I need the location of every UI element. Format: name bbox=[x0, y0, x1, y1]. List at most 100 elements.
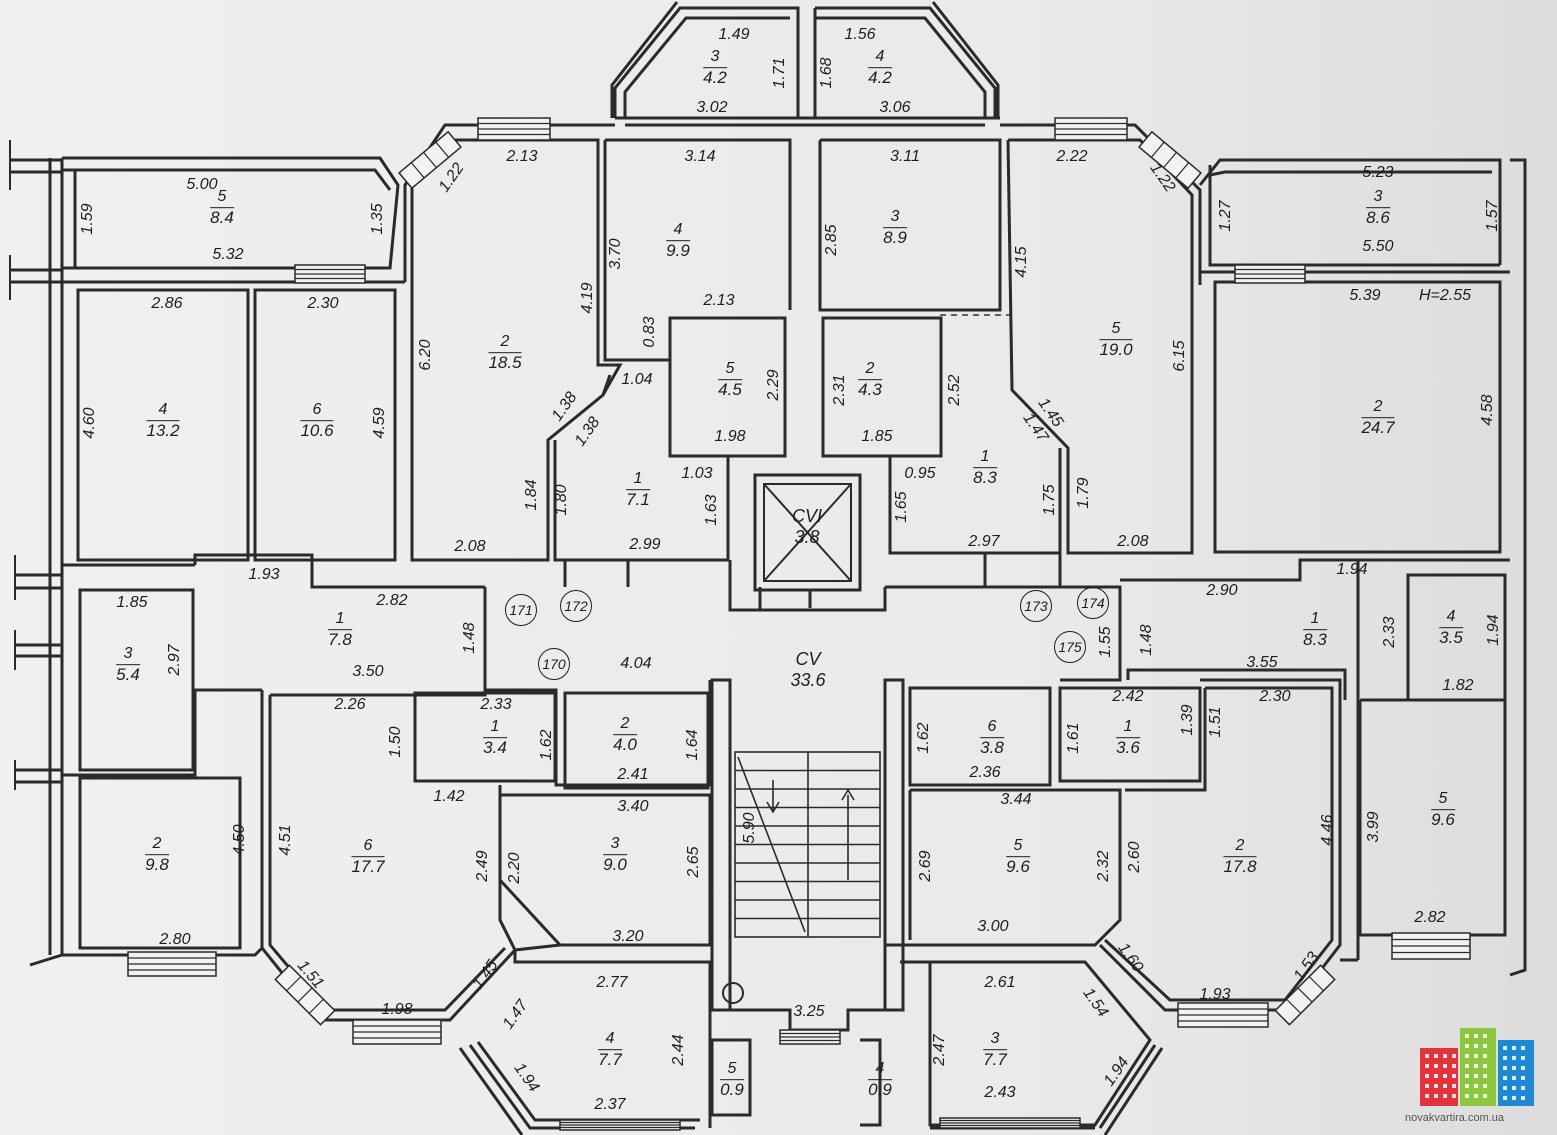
dimension-label: 1.27 bbox=[1217, 200, 1234, 232]
logo-window bbox=[1521, 1096, 1525, 1100]
logo-window bbox=[1503, 1076, 1507, 1080]
dimension-label: 4.04 bbox=[620, 655, 652, 672]
room-number: 4 bbox=[598, 1030, 622, 1050]
logo-window bbox=[1503, 1096, 1507, 1100]
room-number: 5 bbox=[1099, 320, 1133, 340]
dimension-label: 5.39 bbox=[1349, 287, 1381, 304]
left-balcony-walls bbox=[48, 156, 400, 955]
logo-window bbox=[1483, 1064, 1487, 1068]
room-number: 6 bbox=[300, 401, 334, 421]
dimension-label: 5.50 bbox=[1362, 238, 1394, 255]
section-marker: 171 bbox=[505, 594, 537, 626]
dimension-label: 2.30 bbox=[307, 295, 339, 312]
logo-window bbox=[1425, 1084, 1429, 1088]
corner-window bbox=[1274, 964, 1336, 1026]
shaft-code: CV bbox=[795, 649, 821, 669]
room-area: 9.0 bbox=[603, 854, 627, 874]
room-number: 5 bbox=[720, 1060, 744, 1080]
dimension-label: 1.85 bbox=[861, 428, 893, 445]
room-area: 4.3 bbox=[858, 379, 882, 399]
site-logo bbox=[1420, 1028, 1534, 1106]
dimension-label: 6.15 bbox=[1171, 340, 1188, 372]
room-number: 4 bbox=[146, 401, 180, 421]
room-area: 4.5 bbox=[718, 379, 742, 399]
dimension-label: 2.99 bbox=[629, 536, 661, 553]
room-area: 13.2 bbox=[146, 420, 180, 440]
dimension-label: 2.80 bbox=[159, 931, 191, 948]
room-number: 3 bbox=[703, 48, 727, 68]
room-number: 3 bbox=[883, 208, 907, 228]
room-number: 1 bbox=[1116, 718, 1140, 738]
dimension-label: 1.49 bbox=[718, 26, 750, 43]
dimension-label: 3.20 bbox=[612, 928, 644, 945]
logo-window bbox=[1452, 1054, 1456, 1058]
dimension-label: 4.15 bbox=[1013, 246, 1030, 278]
logo-window bbox=[1503, 1086, 1507, 1090]
logo-window bbox=[1512, 1096, 1516, 1100]
logo-window bbox=[1474, 1094, 1478, 1098]
top-bay-walls bbox=[610, 1, 1000, 127]
dimension-label: 2.33 bbox=[480, 696, 512, 713]
dimension-label: 2.20 bbox=[506, 852, 523, 884]
logo-window bbox=[1512, 1046, 1516, 1050]
logo-window bbox=[1521, 1076, 1525, 1080]
dimension-label: 2.44 bbox=[670, 1034, 687, 1066]
room-area: 8.3 bbox=[1303, 629, 1327, 649]
dimension-label: 5.00 bbox=[186, 176, 218, 193]
room-number: 2 bbox=[613, 715, 637, 735]
dimension-label: 3.00 bbox=[977, 918, 1009, 935]
dimension-label: 4.51 bbox=[277, 824, 294, 856]
room-area: 9.6 bbox=[1431, 809, 1455, 829]
room-number: 3 bbox=[603, 835, 627, 855]
logo-window bbox=[1521, 1066, 1525, 1070]
shaft-area: 3.8 bbox=[794, 527, 820, 547]
logo-window bbox=[1465, 1054, 1469, 1058]
stairwell bbox=[710, 678, 905, 1032]
logo-window bbox=[1503, 1046, 1507, 1050]
logo-window bbox=[1443, 1094, 1447, 1098]
dimension-label: 2.13 bbox=[506, 148, 538, 165]
logo-window bbox=[1443, 1074, 1447, 1078]
dimension-label: 2.86 bbox=[151, 295, 183, 312]
logo-window bbox=[1434, 1064, 1438, 1068]
dimension-label: 2.08 bbox=[454, 538, 486, 555]
room-area: 8.4 bbox=[210, 207, 234, 227]
shaft-code: CVI bbox=[791, 506, 823, 526]
dimension-label: 2.47 bbox=[931, 1034, 948, 1066]
dimension-label: 2.69 bbox=[917, 850, 934, 882]
dimension-label: 1.48 bbox=[461, 622, 478, 654]
room-area: 3.4 bbox=[483, 737, 507, 757]
dimension-label: 2.37 bbox=[594, 1096, 626, 1113]
dimension-label: 2.65 bbox=[685, 846, 702, 878]
logo-window bbox=[1521, 1056, 1525, 1060]
logo-window bbox=[1512, 1086, 1516, 1090]
stair-treads bbox=[735, 769, 880, 920]
logo-window bbox=[1465, 1044, 1469, 1048]
room-area: 9.6 bbox=[1006, 856, 1030, 876]
dimension-label: 1.59 bbox=[79, 203, 96, 235]
room-area: 18.5 bbox=[488, 352, 522, 372]
room-area: 7.1 bbox=[626, 489, 650, 509]
dimension-label: 2.97 bbox=[166, 644, 183, 676]
logo-window bbox=[1474, 1044, 1478, 1048]
bottom-bay-walls bbox=[458, 943, 1164, 1135]
section-marker: 172 bbox=[560, 590, 592, 622]
dimension-label: 3.70 bbox=[607, 238, 624, 270]
room-number: 6 bbox=[351, 837, 385, 857]
logo-window bbox=[1465, 1074, 1469, 1078]
section-marker: 170 bbox=[538, 648, 570, 680]
